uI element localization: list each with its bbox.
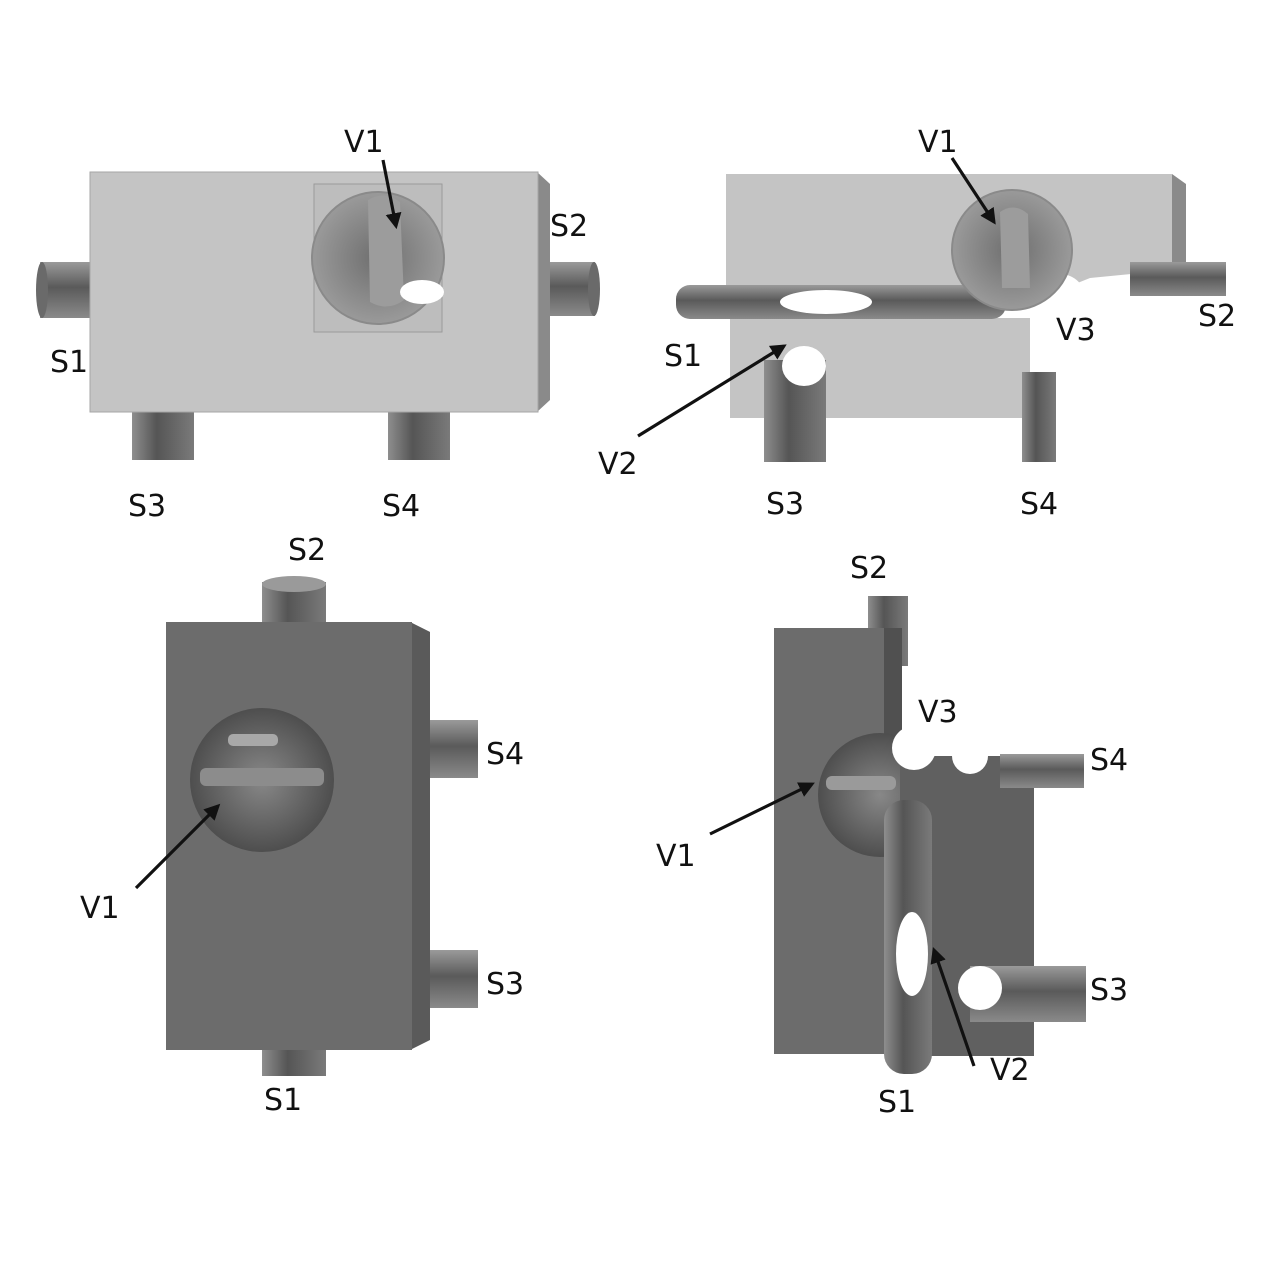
- v3-cut-lower: [952, 738, 988, 774]
- label-br-v1: V1: [656, 839, 696, 874]
- label-tl-s2: S2: [550, 209, 588, 244]
- back-block-edge: [884, 628, 902, 768]
- s3-cut: [782, 346, 826, 386]
- valve-plug-bar: [200, 768, 324, 786]
- label-tr-s2: S2: [1198, 299, 1236, 334]
- label-tl-v1: V1: [344, 125, 384, 160]
- block-side-face: [410, 622, 430, 1050]
- label-tl-s1: S1: [50, 345, 88, 380]
- panel-bottom-right: [774, 596, 1086, 1074]
- label-tr-s4: S4: [1020, 487, 1058, 522]
- label-tl-s3: S3: [128, 489, 166, 524]
- label-br-s1: S1: [878, 1085, 916, 1120]
- label-br-v3: V3: [918, 695, 958, 730]
- label-tl-s4: S4: [382, 489, 420, 524]
- label-bl-v1: V1: [80, 891, 120, 926]
- label-tr-v1: V1: [918, 125, 958, 160]
- label-tr-v2: V2: [598, 447, 638, 482]
- port-s4-pipe: [1022, 372, 1056, 462]
- label-br-v2: V2: [990, 1053, 1030, 1088]
- label-tr-s3: S3: [766, 487, 804, 522]
- valve-plug: [368, 195, 404, 307]
- arrow-br-v2: [930, 946, 976, 1067]
- port-s2-pipe-end: [588, 262, 600, 316]
- v3-cut-upper: [892, 726, 936, 770]
- label-bl-s1: S1: [264, 1083, 302, 1118]
- label-br-s4: S4: [1090, 743, 1128, 778]
- label-tr-v3: V3: [1056, 313, 1096, 348]
- block-side-face: [537, 172, 550, 412]
- upper-block: [726, 174, 1172, 300]
- valve-plug: [1000, 207, 1030, 288]
- panel-bottom-left: [166, 576, 478, 1076]
- arrow-br-v1: [709, 782, 815, 836]
- label-br-s2: S2: [850, 551, 888, 586]
- v2-slot: [780, 290, 872, 314]
- label-bl-s2: S2: [288, 533, 326, 568]
- valve-plug-upper: [228, 734, 278, 746]
- label-br-s3: S3: [1090, 973, 1128, 1008]
- label-tr-s1: S1: [664, 339, 702, 374]
- arrow-bl-v1: [134, 803, 221, 890]
- arrow-tr-v2: [637, 344, 787, 438]
- v2-slot: [896, 912, 928, 996]
- arrow-tl-v1: [381, 159, 402, 230]
- panel-top-left: [36, 171, 600, 460]
- panel-top-right: [676, 174, 1226, 462]
- valve-plug-bar: [826, 776, 896, 790]
- port-s2-pipe: [1130, 262, 1226, 296]
- port-s4-pipe: [1000, 754, 1084, 788]
- port-s2-pipe-end: [262, 576, 326, 592]
- port-s1-pipe: [40, 262, 96, 318]
- valve-opening: [400, 280, 444, 304]
- label-bl-s3: S3: [486, 967, 524, 1002]
- port-s1-pipe-end: [36, 262, 48, 318]
- upper-block-side: [1172, 174, 1186, 270]
- s3-cut: [958, 966, 1002, 1010]
- label-bl-s4: S4: [486, 737, 524, 772]
- arrow-tr-v1: [950, 157, 996, 225]
